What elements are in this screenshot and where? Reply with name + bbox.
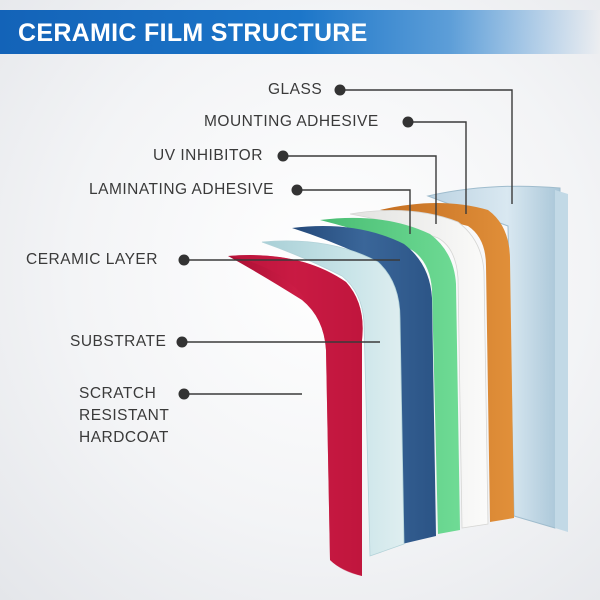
label-hardcoat-line-2: RESISTANT — [79, 407, 170, 424]
label-hardcoat: SCRATCH RESISTANT HARDCOAT — [79, 383, 169, 449]
label-glass: GLASS — [268, 81, 323, 98]
leader-line-uv-inhibitor — [283, 155, 437, 224]
leader-dot-laminating-adhesive — [291, 184, 303, 196]
leader-dot-uv-inhibitor — [277, 150, 289, 162]
leader-dot-substrate — [176, 336, 188, 348]
label-laminating-adhesive: LAMINATING ADHESIVE — [89, 181, 274, 198]
leader-line-mounting-adhesive — [408, 121, 467, 214]
label-uv-inhibitor: UV INHIBITOR — [153, 147, 263, 164]
leader-dot-glass — [334, 84, 346, 96]
layer-ceramic-shape — [292, 226, 436, 544]
leader-line-glass — [340, 89, 513, 204]
label-ceramic-layer: CERAMIC LAYER — [26, 251, 158, 268]
leader-dot-hardcoat — [178, 388, 190, 400]
label-substrate: SUBSTRATE — [70, 333, 167, 350]
label-mounting-adhesive: MOUNTING ADHESIVE — [204, 113, 379, 130]
label-hardcoat-line-1: SCRATCH — [79, 385, 157, 402]
page-title: CERAMIC FILM STRUCTURE — [18, 19, 368, 47]
leader-dot-mounting-adhesive — [402, 116, 414, 128]
title-banner: CERAMIC FILM STRUCTURE — [0, 10, 600, 54]
layer-glass-edge — [555, 190, 568, 532]
layer-substrate-shape — [261, 240, 405, 557]
leader-line-laminating-adhesive — [297, 189, 411, 234]
leader-dot-ceramic — [178, 254, 190, 266]
label-hardcoat-line-3: HARDCOAT — [79, 429, 169, 446]
layer-mounting-adhesive-shape — [380, 203, 514, 522]
layer-hardcoat-front — [228, 255, 363, 577]
layer-laminating-adhesive-shape — [320, 217, 460, 534]
